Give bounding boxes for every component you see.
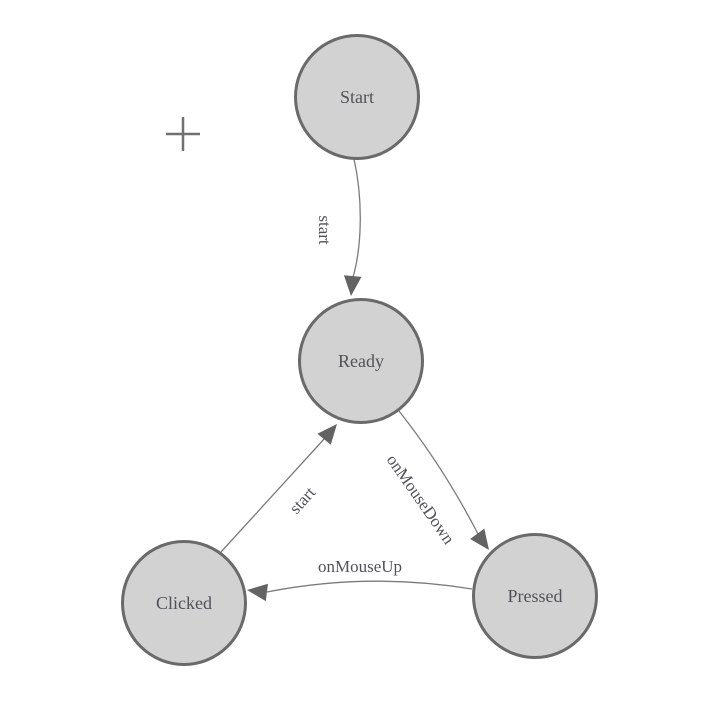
node-ready-circle[interactable] [298,298,424,424]
edge-clicked-to-ready-line[interactable] [220,437,326,553]
node-clicked-circle[interactable] [121,540,247,666]
edge-pressed-to-clicked-label: onMouseUp [318,557,402,576]
arrowhead-icon [343,275,362,296]
edge-clicked-to-ready-label: start [286,483,320,518]
node-clicked-label: Clicked [156,593,212,613]
arrowhead-icon [317,424,337,445]
node-clicked[interactable]: Clicked [121,540,247,666]
edge-pressed-to-clicked-line[interactable] [266,580,473,593]
node-ready[interactable]: Ready [298,298,424,424]
node-start[interactable]: Start [294,34,420,160]
node-start-circle[interactable] [294,34,420,160]
crosshair-cursor-icon [166,117,200,151]
node-pressed-circle[interactable] [472,533,598,659]
node-pressed-label: Pressed [508,586,563,606]
edge-clicked-to-ready[interactable]: start [220,424,337,553]
node-start-label: Start [340,87,374,107]
edge-ready-to-pressed[interactable]: onMouseDown [383,410,489,550]
edge-start-to-ready-line[interactable] [352,158,361,278]
edge-pressed-to-clicked[interactable]: onMouseUp [247,557,473,602]
arrowhead-icon [470,528,489,550]
arrowhead-icon [247,583,268,602]
node-pressed[interactable]: Pressed [472,533,598,659]
edge-start-to-ready-label: start [315,215,334,245]
node-ready-label: Ready [338,351,384,371]
edge-start-to-ready[interactable]: start [315,158,362,296]
edge-ready-to-pressed-line[interactable] [398,410,479,535]
edge-ready-to-pressed-label: onMouseDown [383,451,459,548]
